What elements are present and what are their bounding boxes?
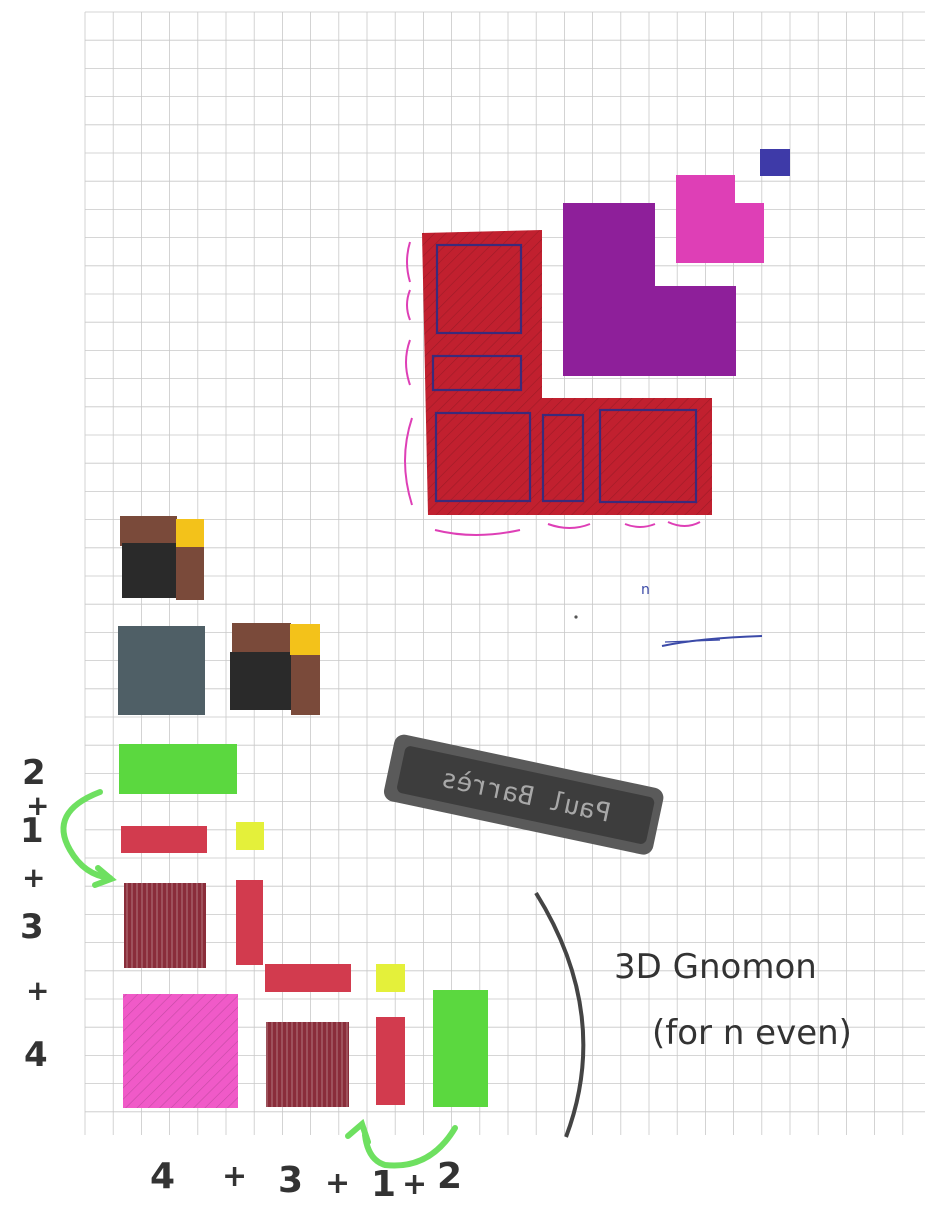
- left-sum-term: 4: [24, 1035, 48, 1075]
- left-sum-term: 3: [20, 907, 44, 947]
- lime-unit-cube: [236, 822, 264, 850]
- cube-set-top: [120, 516, 204, 600]
- navy-unit-cube: [760, 149, 790, 176]
- bottom-sum-term: 4: [150, 1156, 175, 1197]
- bottom-sum-term: 3: [278, 1160, 303, 1201]
- pen-dot: [574, 615, 577, 618]
- left-sum-plus: +: [26, 974, 49, 1007]
- pen-note-n: n: [641, 582, 650, 598]
- bottom-sum-term: 1: [371, 1164, 396, 1205]
- red-column: [236, 880, 263, 965]
- caption-title: 3D Gnomon: [614, 947, 817, 987]
- bottom-sum-term: 2: [437, 1156, 462, 1197]
- caption-subtitle: (for n even): [652, 1013, 852, 1053]
- slate-block: [118, 626, 205, 715]
- red-column-lower: [376, 1017, 405, 1105]
- bottom-sum-plus: +: [402, 1167, 427, 1202]
- green-bar-top: [119, 744, 237, 794]
- left-sum-term: 2: [22, 753, 46, 793]
- amber-unit-cube: [176, 519, 204, 547]
- left-sum-term: 1: [20, 811, 44, 851]
- bottom-sum-plus: +: [325, 1166, 350, 1201]
- bottom-sum-plus: +: [222, 1159, 247, 1194]
- red-bar-lower: [265, 964, 351, 992]
- amber-unit-cube: [290, 624, 320, 655]
- lime-unit-cube: [376, 964, 405, 992]
- red-bar: [121, 826, 207, 853]
- green-bar-lower: [433, 990, 488, 1107]
- left-sum-plus: +: [22, 861, 45, 894]
